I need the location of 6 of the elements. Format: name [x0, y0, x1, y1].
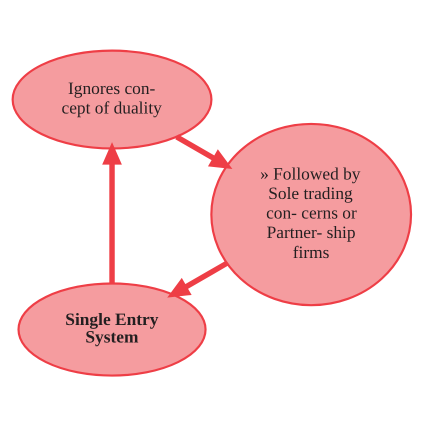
- node-circle: » Followed by Sole trading con- cerns or Partner- ship firms: [210, 122, 412, 306]
- arrow: [167, 260, 228, 298]
- node-ellipse: Ignores con- cept of duality: [12, 50, 212, 150]
- arrow: [102, 142, 122, 284]
- arrow: [175, 134, 232, 170]
- node-ellipse: Single Entry System: [17, 282, 207, 377]
